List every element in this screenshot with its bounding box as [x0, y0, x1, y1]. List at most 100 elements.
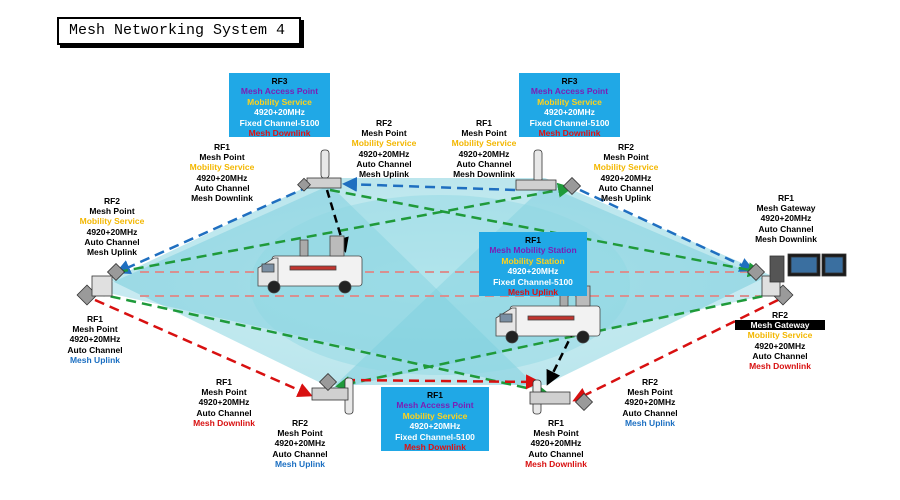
label-line: RF1 [213, 142, 231, 152]
label-line: RF2 [771, 310, 789, 320]
box-line: Fixed Channel-5100 [395, 431, 475, 442]
label-line: RF1 [777, 193, 795, 203]
label-line: Mesh Point [72, 324, 118, 335]
link-red-right [572, 298, 779, 402]
label-line: Auto Channel [84, 236, 140, 247]
gateway-computer [769, 253, 847, 283]
box-line: Mobility Service [247, 96, 312, 107]
link-green-2 [329, 188, 763, 278]
box-line: 4920+20MHz [507, 266, 559, 277]
label-line: RF2 [291, 418, 309, 428]
label-line: Mesh Point [89, 206, 135, 217]
label-top-right-rf2: RF2 Mesh Point Mobility Service 4920+20M… [582, 142, 670, 203]
label-bottom-right-rf2: RF2 Mesh Point 4920+20MHz Auto Channel M… [606, 377, 694, 428]
label-line: Mesh Gateway [756, 203, 816, 214]
label-line: Mobility Service [593, 162, 659, 173]
box-line: RF1 [524, 235, 542, 245]
link-blue-left [115, 184, 311, 274]
node-gateway [746, 262, 794, 306]
label-line: Auto Channel [598, 182, 654, 193]
label-line: 4920+20MHz [530, 438, 582, 449]
label-line: Mesh Downlink [191, 193, 253, 204]
vehicle-right [495, 285, 601, 344]
label-line: Mesh Uplink [624, 417, 676, 428]
label-line: Mesh Downlink [453, 169, 515, 180]
label-line: RF2 [103, 196, 121, 206]
box-line: RF1 [426, 390, 444, 400]
label-line: 4920+20MHz [196, 172, 248, 183]
link-blue-top [342, 176, 516, 192]
box-line: Mesh Access Point [530, 86, 609, 97]
link-red-bottom [344, 374, 541, 390]
label-line: RF2 [641, 377, 659, 387]
box-line: Fixed Channel-5100 [239, 117, 320, 128]
label-top-left-rf2: RF2 Mesh Point Mobility Service 4920+20M… [340, 118, 428, 179]
label-line: 4920+20MHz [198, 397, 250, 408]
label-top-left-rf1: RF1 Mesh Point Mobility Service 4920+20M… [178, 142, 266, 203]
node-bottom-left [311, 372, 354, 415]
label-gateway-rf2: RF2 Mesh Gateway Mobility Service 4920+2… [735, 310, 825, 371]
box-line: Mesh Uplink [507, 287, 559, 298]
label-line: Mesh Point [533, 428, 579, 439]
node-top-left [297, 149, 342, 192]
link-green-4 [335, 291, 779, 391]
label-line: Auto Channel [196, 407, 252, 418]
box-bottom-ap: RF1 Mesh Access Point Mobility Service 4… [381, 387, 489, 452]
label-line: Mobility Service [451, 138, 517, 149]
label-bottom-left-rf2: RF2 Mesh Point 4920+20MHz Auto Channel M… [256, 418, 344, 469]
label-line: Mesh Point [361, 128, 407, 139]
label-line: Mesh Downlink [525, 458, 587, 469]
box-right-ap: RF3 Mesh Access Point Mobility Service 4… [519, 73, 620, 138]
box-line: Mesh Access Point [396, 400, 474, 411]
box-line: Mesh Access Point [240, 86, 319, 97]
label-line: Mesh Uplink [86, 247, 138, 258]
label-line: Mesh Point [201, 387, 247, 398]
box-line: Mesh Downlink [248, 128, 311, 139]
box-line: 4920+20MHz [254, 107, 305, 118]
label-line: Mesh Gateway [735, 320, 825, 331]
label-line: Mesh Uplink [69, 354, 121, 365]
label-line: 4920+20MHz [458, 148, 510, 159]
box-left-ap: RF3 Mesh Access Point Mobility Service 4… [229, 73, 330, 139]
label-line: 4920+20MHz [274, 438, 326, 449]
label-line: Mesh Uplink [600, 193, 652, 204]
label-line: Mesh Point [603, 152, 649, 163]
label-line: Mobility Service [351, 138, 417, 149]
label-line: 4920+20MHz [600, 172, 652, 183]
label-line: RF2 [375, 118, 393, 128]
box-mobile-station: RF1 Mesh Mobility Station Mobility Stati… [479, 232, 587, 298]
label-line: Auto Channel [456, 158, 512, 169]
label-left-rf2: RF2 Mesh Point Mobility Service 4920+20M… [68, 196, 156, 257]
label-line: Mobility Service [747, 330, 813, 341]
box-line: 4920+20MHz [544, 107, 595, 118]
box-line: 4920+20MHz [409, 421, 461, 432]
label-bottom-left-rf1: RF1 Mesh Point 4920+20MHz Auto Channel M… [180, 377, 268, 428]
label-line: Auto Channel [752, 350, 808, 361]
vehicle-left [257, 235, 363, 294]
label-line: Auto Channel [758, 223, 814, 234]
label-bottom-right-rf1: RF1 Mesh Point 4920+20MHz Auto Channel M… [512, 418, 600, 469]
coverage-area-left [95, 185, 540, 390]
link-red-left [94, 298, 313, 398]
label-line: Mesh Point [627, 387, 673, 398]
link-green-1 [117, 182, 573, 274]
label-line: 4920+20MHz [624, 397, 676, 408]
box-line: Fixed Channel-5100 [529, 117, 610, 128]
label-line: Mesh Downlink [193, 417, 255, 428]
label-line: Mobility Service [189, 162, 255, 173]
label-line: Mesh Uplink [358, 169, 410, 180]
label-line: Mesh Uplink [274, 458, 326, 469]
label-line: 4920+20MHz [86, 226, 138, 237]
label-line: RF2 [617, 142, 635, 152]
label-line: Auto Channel [194, 182, 250, 193]
box-line: Fixed Channel-5100 [493, 276, 573, 287]
label-top-right-rf1: RF1 Mesh Point Mobility Service 4920+20M… [440, 118, 528, 179]
label-line: 4920+20MHz [358, 148, 410, 159]
label-line: Auto Channel [67, 344, 123, 355]
label-line: Mesh Point [277, 428, 323, 439]
box-line: Mobility Service [537, 96, 602, 107]
gateway-highlight: Mesh Gateway [735, 320, 825, 331]
label-line: Mesh Downlink [755, 233, 817, 244]
box-line: Mesh Mobility Station [489, 245, 577, 256]
label-line: Auto Channel [356, 158, 412, 169]
